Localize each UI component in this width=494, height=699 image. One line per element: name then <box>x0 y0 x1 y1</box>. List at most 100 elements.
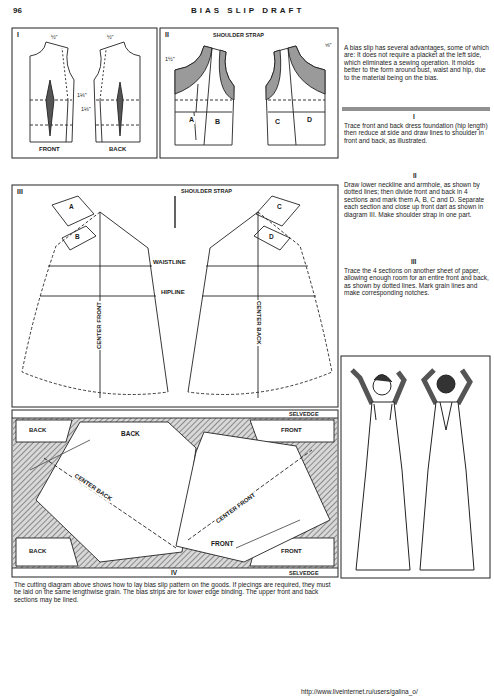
pattern-stroke <box>188 212 332 395</box>
piece-name: FRONT <box>210 540 234 547</box>
step-number: I <box>412 113 416 120</box>
pattern-stroke <box>13 418 337 568</box>
dimension: ½" <box>106 34 115 40</box>
page-number: 96 <box>12 6 23 15</box>
step-text: Draw lower neckline and armhole, as show… <box>343 181 491 218</box>
page-title: BIAS SLIP DRAFT <box>190 6 305 15</box>
pattern-stroke <box>342 108 490 109</box>
pattern-stroke <box>176 432 330 562</box>
pattern-stroke <box>66 100 68 142</box>
watermark: http://www.liveinternet.ru/users/galina_… <box>300 688 419 695</box>
diagram-three <box>22 196 332 398</box>
pattern-stroke <box>100 100 102 142</box>
pattern-stroke <box>194 84 198 140</box>
pattern-stroke <box>175 100 232 101</box>
section-letter: A <box>188 116 195 124</box>
pattern-stroke <box>356 402 410 570</box>
piece-name: FRONT <box>38 146 61 153</box>
pattern-stroke <box>16 538 78 566</box>
pattern-stroke <box>40 296 156 297</box>
grain-line-label: CENTER FRONT <box>214 491 258 525</box>
step-number: II <box>412 172 418 179</box>
pattern-stroke <box>12 418 338 419</box>
pattern-stroke <box>160 28 338 158</box>
pattern-stroke <box>94 42 140 142</box>
pattern-stroke <box>174 196 175 228</box>
pattern-stroke <box>268 100 325 101</box>
pattern-stroke <box>437 375 455 393</box>
intro-text: A bias slip has several advantages, some… <box>343 44 491 81</box>
pattern-stroke <box>440 402 452 430</box>
piece-name: BACK <box>120 430 141 437</box>
piece-name: BACK <box>28 427 47 434</box>
pattern-stroke <box>117 82 123 136</box>
figure-caption: The cutting diagram above shows how to l… <box>14 581 332 603</box>
panel-number: III <box>16 188 24 196</box>
pattern-stroke <box>374 374 392 382</box>
panel-frames <box>12 28 490 578</box>
pattern-stroke <box>22 212 168 395</box>
section-letter: A <box>68 203 75 210</box>
pattern-stroke <box>424 370 470 404</box>
pattern-stroke <box>256 196 300 226</box>
pattern-stroke <box>100 212 168 392</box>
pattern-stroke <box>288 48 296 145</box>
pattern-stroke <box>62 226 96 250</box>
selvedge-label: SELVEDGE <box>288 411 320 417</box>
piece-name: FRONT <box>280 427 303 434</box>
panel-number: I <box>16 31 20 39</box>
pattern-stroke <box>188 212 258 392</box>
pattern-stroke <box>48 266 152 267</box>
section-letter: B <box>214 118 221 126</box>
pattern-stroke <box>12 410 338 577</box>
section-letter: D <box>268 233 275 240</box>
pattern-stroke <box>100 50 106 100</box>
dimension: ½" <box>50 34 59 40</box>
section-letter: B <box>74 233 81 240</box>
piece-name: BACK <box>108 146 127 153</box>
pattern-stroke <box>374 404 392 420</box>
section-letter: C <box>274 118 281 126</box>
selvedge-label: SELVEDGE <box>288 570 320 576</box>
grain-line-label: CENTER BACK <box>255 300 262 346</box>
pattern-stroke <box>268 112 325 113</box>
dimension: 1⅛" <box>76 92 88 98</box>
pattern-stroke <box>206 266 308 267</box>
diagram-two <box>175 46 325 145</box>
part-name: SHOULDER STRAP <box>212 32 265 38</box>
pattern-stroke <box>12 28 157 158</box>
step-text: Trace front and back dress foundation (h… <box>343 122 491 144</box>
section-letter: C <box>276 203 283 210</box>
pattern-stroke <box>236 520 300 548</box>
figure-sketch <box>352 370 474 570</box>
pattern-stroke <box>36 422 196 562</box>
line-name: HIPLINE <box>160 289 186 296</box>
line-name: WAISTLINE <box>152 259 187 266</box>
pattern-stroke <box>175 46 212 94</box>
pattern-stroke <box>16 420 72 442</box>
pattern-stroke <box>30 440 90 470</box>
pattern-stroke <box>288 46 325 94</box>
pattern-stroke <box>202 296 316 297</box>
diagram-one <box>30 42 140 142</box>
step-text: Trace the 4 sections on another sheet of… <box>343 267 491 297</box>
pattern-stroke <box>342 110 490 111</box>
pattern-stroke <box>12 185 338 407</box>
step-number: III <box>410 258 417 265</box>
pattern-stroke <box>204 48 212 145</box>
panel-number: II <box>164 31 170 39</box>
pattern-stroke <box>352 370 404 404</box>
dimension: 1½" <box>164 56 176 62</box>
pattern-stroke <box>62 48 68 100</box>
pattern-stroke <box>250 420 334 442</box>
part-name: SHOULDER STRAP <box>180 188 233 194</box>
pattern-stroke <box>96 125 140 126</box>
piece-name: FRONT <box>280 548 303 555</box>
grain-line-label: CENTER BACK <box>72 472 114 503</box>
dimension: 1⅛" <box>80 106 92 112</box>
dimension: ⅝" <box>324 42 333 48</box>
pattern-stroke <box>30 42 74 142</box>
pattern-stroke <box>254 226 290 250</box>
pattern-stroke <box>266 46 325 145</box>
